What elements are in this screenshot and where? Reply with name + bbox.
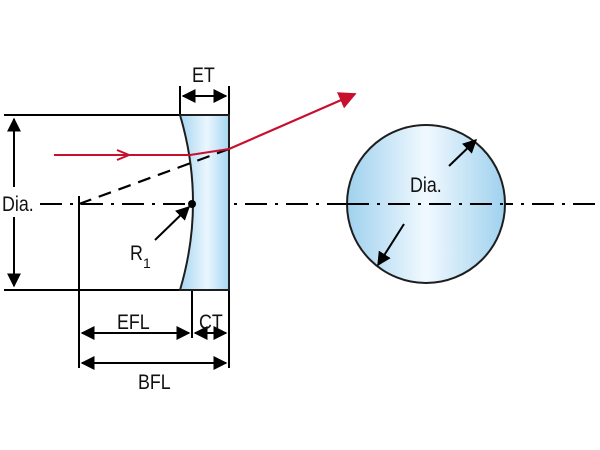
dia-right-arrow-lower: [377, 223, 405, 267]
dia-right-arrow-upper: [448, 139, 478, 167]
refracted-ray-inside: [189, 148, 230, 156]
radius-pointer-arrow: [154, 206, 191, 241]
lens-cross-section: [178, 114, 230, 291]
vertex-dot: [188, 200, 196, 208]
dia-right-label: Dia.: [410, 174, 442, 198]
dia-left-label-bg: [0, 187, 40, 217]
refracted-ray: [228, 92, 357, 151]
et-label: ET: [192, 64, 215, 88]
bfl-label: BFL: [138, 371, 171, 395]
virtual-ray-dashed: [78, 147, 230, 206]
ct-label: CT: [199, 311, 223, 335]
incident-ray-arrow: [116, 149, 132, 161]
r1-subscript: 1: [143, 255, 151, 271]
r1-label: R: [130, 242, 143, 266]
efl-label: EFL: [117, 311, 150, 335]
dia-left-label: Dia.: [2, 193, 34, 217]
